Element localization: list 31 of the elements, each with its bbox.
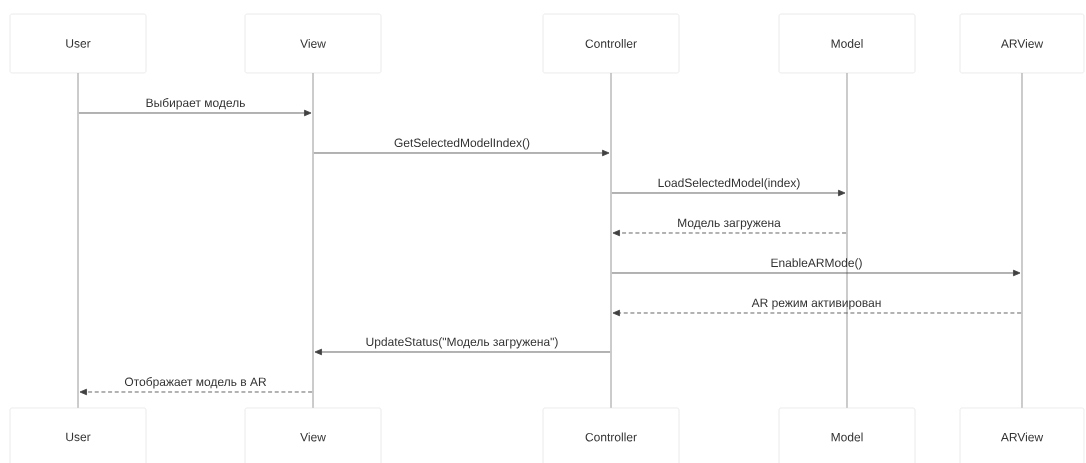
participant-box: Controller [542,407,680,463]
edge-label: Модель загружена [678,218,781,230]
edge-label: GetSelectedModelIndex() [394,138,530,150]
message-arrow [611,269,1021,277]
participant-box: Model [778,407,916,463]
participant-box: ARView [959,13,1085,74]
lifeline [312,73,314,408]
lifeline [1021,73,1023,408]
message-arrow [314,348,611,356]
edge-label: Отображает модель в AR [124,377,267,389]
message-arrow [78,109,312,117]
edge-label: Выбирает модель [146,98,245,110]
participant-box: Controller [542,13,680,74]
participant-box: User [9,407,147,463]
edge-label: EnableARMode() [771,258,862,270]
lifeline [846,73,848,408]
participant-box: Model [778,13,916,74]
message-arrow [612,229,847,237]
edge-label: AR режим активирован [751,298,881,310]
message-arrow [313,149,610,157]
edge-label: UpdateStatus("Модель загружена") [366,337,558,349]
message-arrow [612,309,1022,317]
lifeline [610,73,612,408]
lifeline [77,73,79,408]
participant-box: View [244,407,382,463]
participant-box: User [9,13,147,74]
participant-box: View [244,13,382,74]
message-arrow [79,388,313,396]
participant-box: ARView [959,407,1085,463]
edge-label: LoadSelectedModel(index) [658,178,800,190]
message-arrow [611,189,846,197]
